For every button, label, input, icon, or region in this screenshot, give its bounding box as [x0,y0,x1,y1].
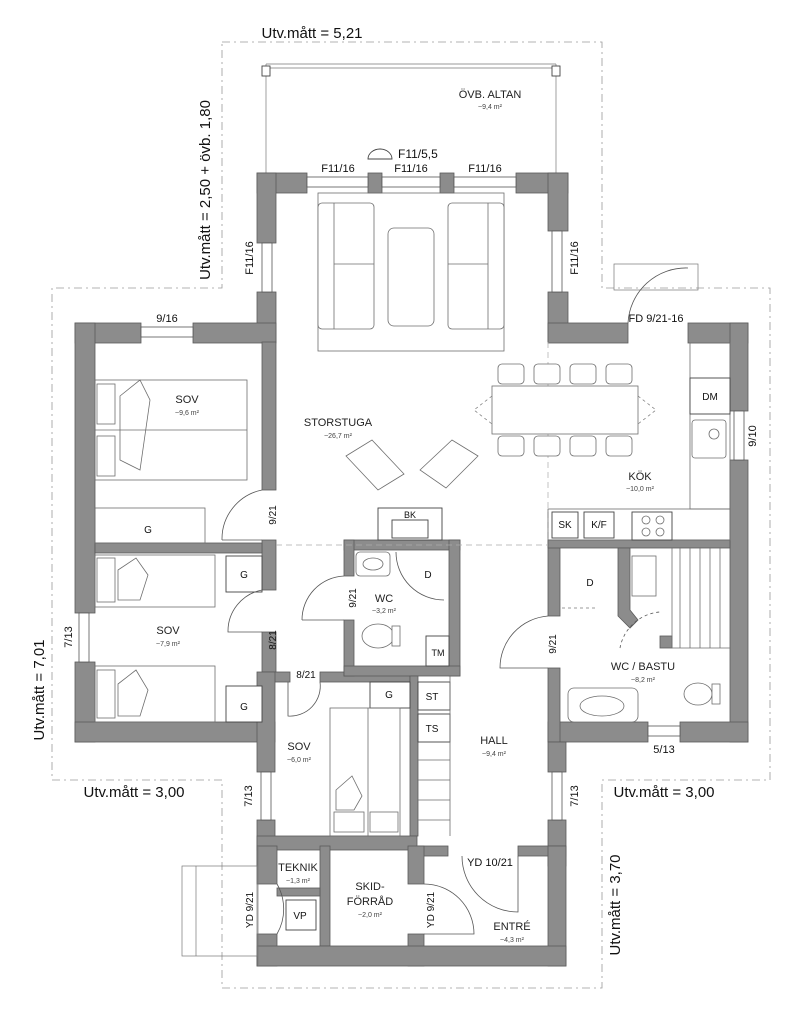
label-d-bastu: D [586,578,593,589]
walls [74,172,749,967]
label-bk: BK [404,510,416,520]
room-area-altan: ~9,4 m² [478,104,503,111]
entry-fixtures [181,846,317,966]
bastu-fixtures [562,548,730,723]
hall-closets [417,676,451,836]
room-name-sov2: SOV [156,625,180,637]
room-area-teknik: ~1,3 m² [286,878,311,885]
outer-dimension-outline [51,41,771,989]
room-name-altan: ÖVB. ALTAN [459,89,522,101]
room-area-sov2: ~7,9 m² [156,641,181,648]
label-door-sov1: 9/21 [268,505,279,525]
label-door-teknik: YD 9/21 [245,891,256,928]
label-window-sov1: 9/16 [156,313,177,325]
label-window-top-2: F11/16 [394,163,427,175]
room-area-storstuga: ~26,7 m² [324,433,352,440]
windows [78,176,745,821]
sov3-furniture [329,681,411,837]
room-name-sov3: SOV [287,741,311,753]
label-door-wc: 9/21 [348,588,359,608]
label-door-bastu: 9/21 [548,634,559,654]
label-window-hall: 7/13 [569,785,581,806]
room-area-wc: ~3,2 m² [372,608,397,615]
room-area-kok: ~10,0 m² [626,486,654,493]
room-name-wc: WC [375,593,393,605]
sov2-furniture [94,554,263,723]
label-window-sov3: 7/13 [243,785,255,806]
kitchen-fixtures [547,263,731,541]
label-dm: DM [702,392,718,403]
room-name-entre: ENTRÉ [493,920,530,933]
dim-left-upper: Utv.mått = 2,50 + övb. 1,80 [197,100,214,280]
label-kf: K/F [591,520,607,531]
label-window-bastu: 5/13 [653,744,674,756]
room-area-entre: ~4,3 m² [500,937,525,944]
label-g3: G [240,702,248,713]
room-name-hall: HALL [480,735,508,747]
label-vp: VP [293,911,307,922]
label-door-sov2: 8/21 [268,630,279,650]
label-window-top-3: F11/16 [468,163,501,175]
label-door-kitchen: FD 9/21-16 [628,313,683,325]
label-window-altan: F11/5,5 [398,147,438,161]
label-door-sov3: 8/21 [296,670,316,681]
dim-bottom-left: Utv.mått = 3,00 [83,784,184,801]
label-tm: TM [432,648,445,658]
room-name-skid-line2: FÖRRÅD [347,895,394,908]
room-area-wcbastu: ~8,2 m² [631,677,656,684]
room-name-skid-line1: SKID- [355,881,385,893]
dim-left-middle: Utv.mått = 7,01 [31,639,48,740]
room-name-wcbastu: WC / BASTU [611,661,675,673]
room-name-sov1: SOV [175,394,199,406]
label-d-wc: D [424,570,431,581]
room-area-hall: ~9,4 m² [482,751,507,758]
label-ts: TS [426,724,439,735]
label-g1: G [144,525,152,536]
altan-terrace [261,63,561,175]
label-door-skid: YD 9/21 [426,891,437,928]
label-st: ST [426,692,439,703]
label-g2: G [240,570,248,581]
dining-table [473,363,657,457]
room-name-teknik: TEKNIK [278,862,318,874]
label-window-kok: 9/10 [747,425,759,446]
lamp-icon [367,148,393,160]
room-area-sov3: ~6,0 m² [287,757,312,764]
dim-top-width: Utv.mått = 5,21 [261,25,362,42]
room-area-skid: ~2,0 m² [358,912,383,919]
label-window-right: F11/16 [569,241,581,274]
doors [221,489,661,935]
label-sk: SK [558,520,572,531]
dim-right-lower: Utv.mått = 3,70 [607,854,624,955]
label-door-entre: YD 10/21 [467,857,513,869]
label-window-sov2: 7/13 [63,626,75,647]
label-g4: G [385,690,393,701]
sov1-furniture [94,379,248,544]
room-name-kok: KÖK [628,471,652,483]
label-window-top-1: F11/16 [321,163,354,175]
dim-bottom-right: Utv.mått = 3,00 [613,784,714,801]
room-area-sov1: ~9,6 m² [175,410,200,417]
wc-fixtures [355,551,450,667]
label-window-left: F11/16 [244,241,256,274]
living-furniture [317,192,505,541]
room-name-storstuga: STORSTUGA [304,417,373,429]
